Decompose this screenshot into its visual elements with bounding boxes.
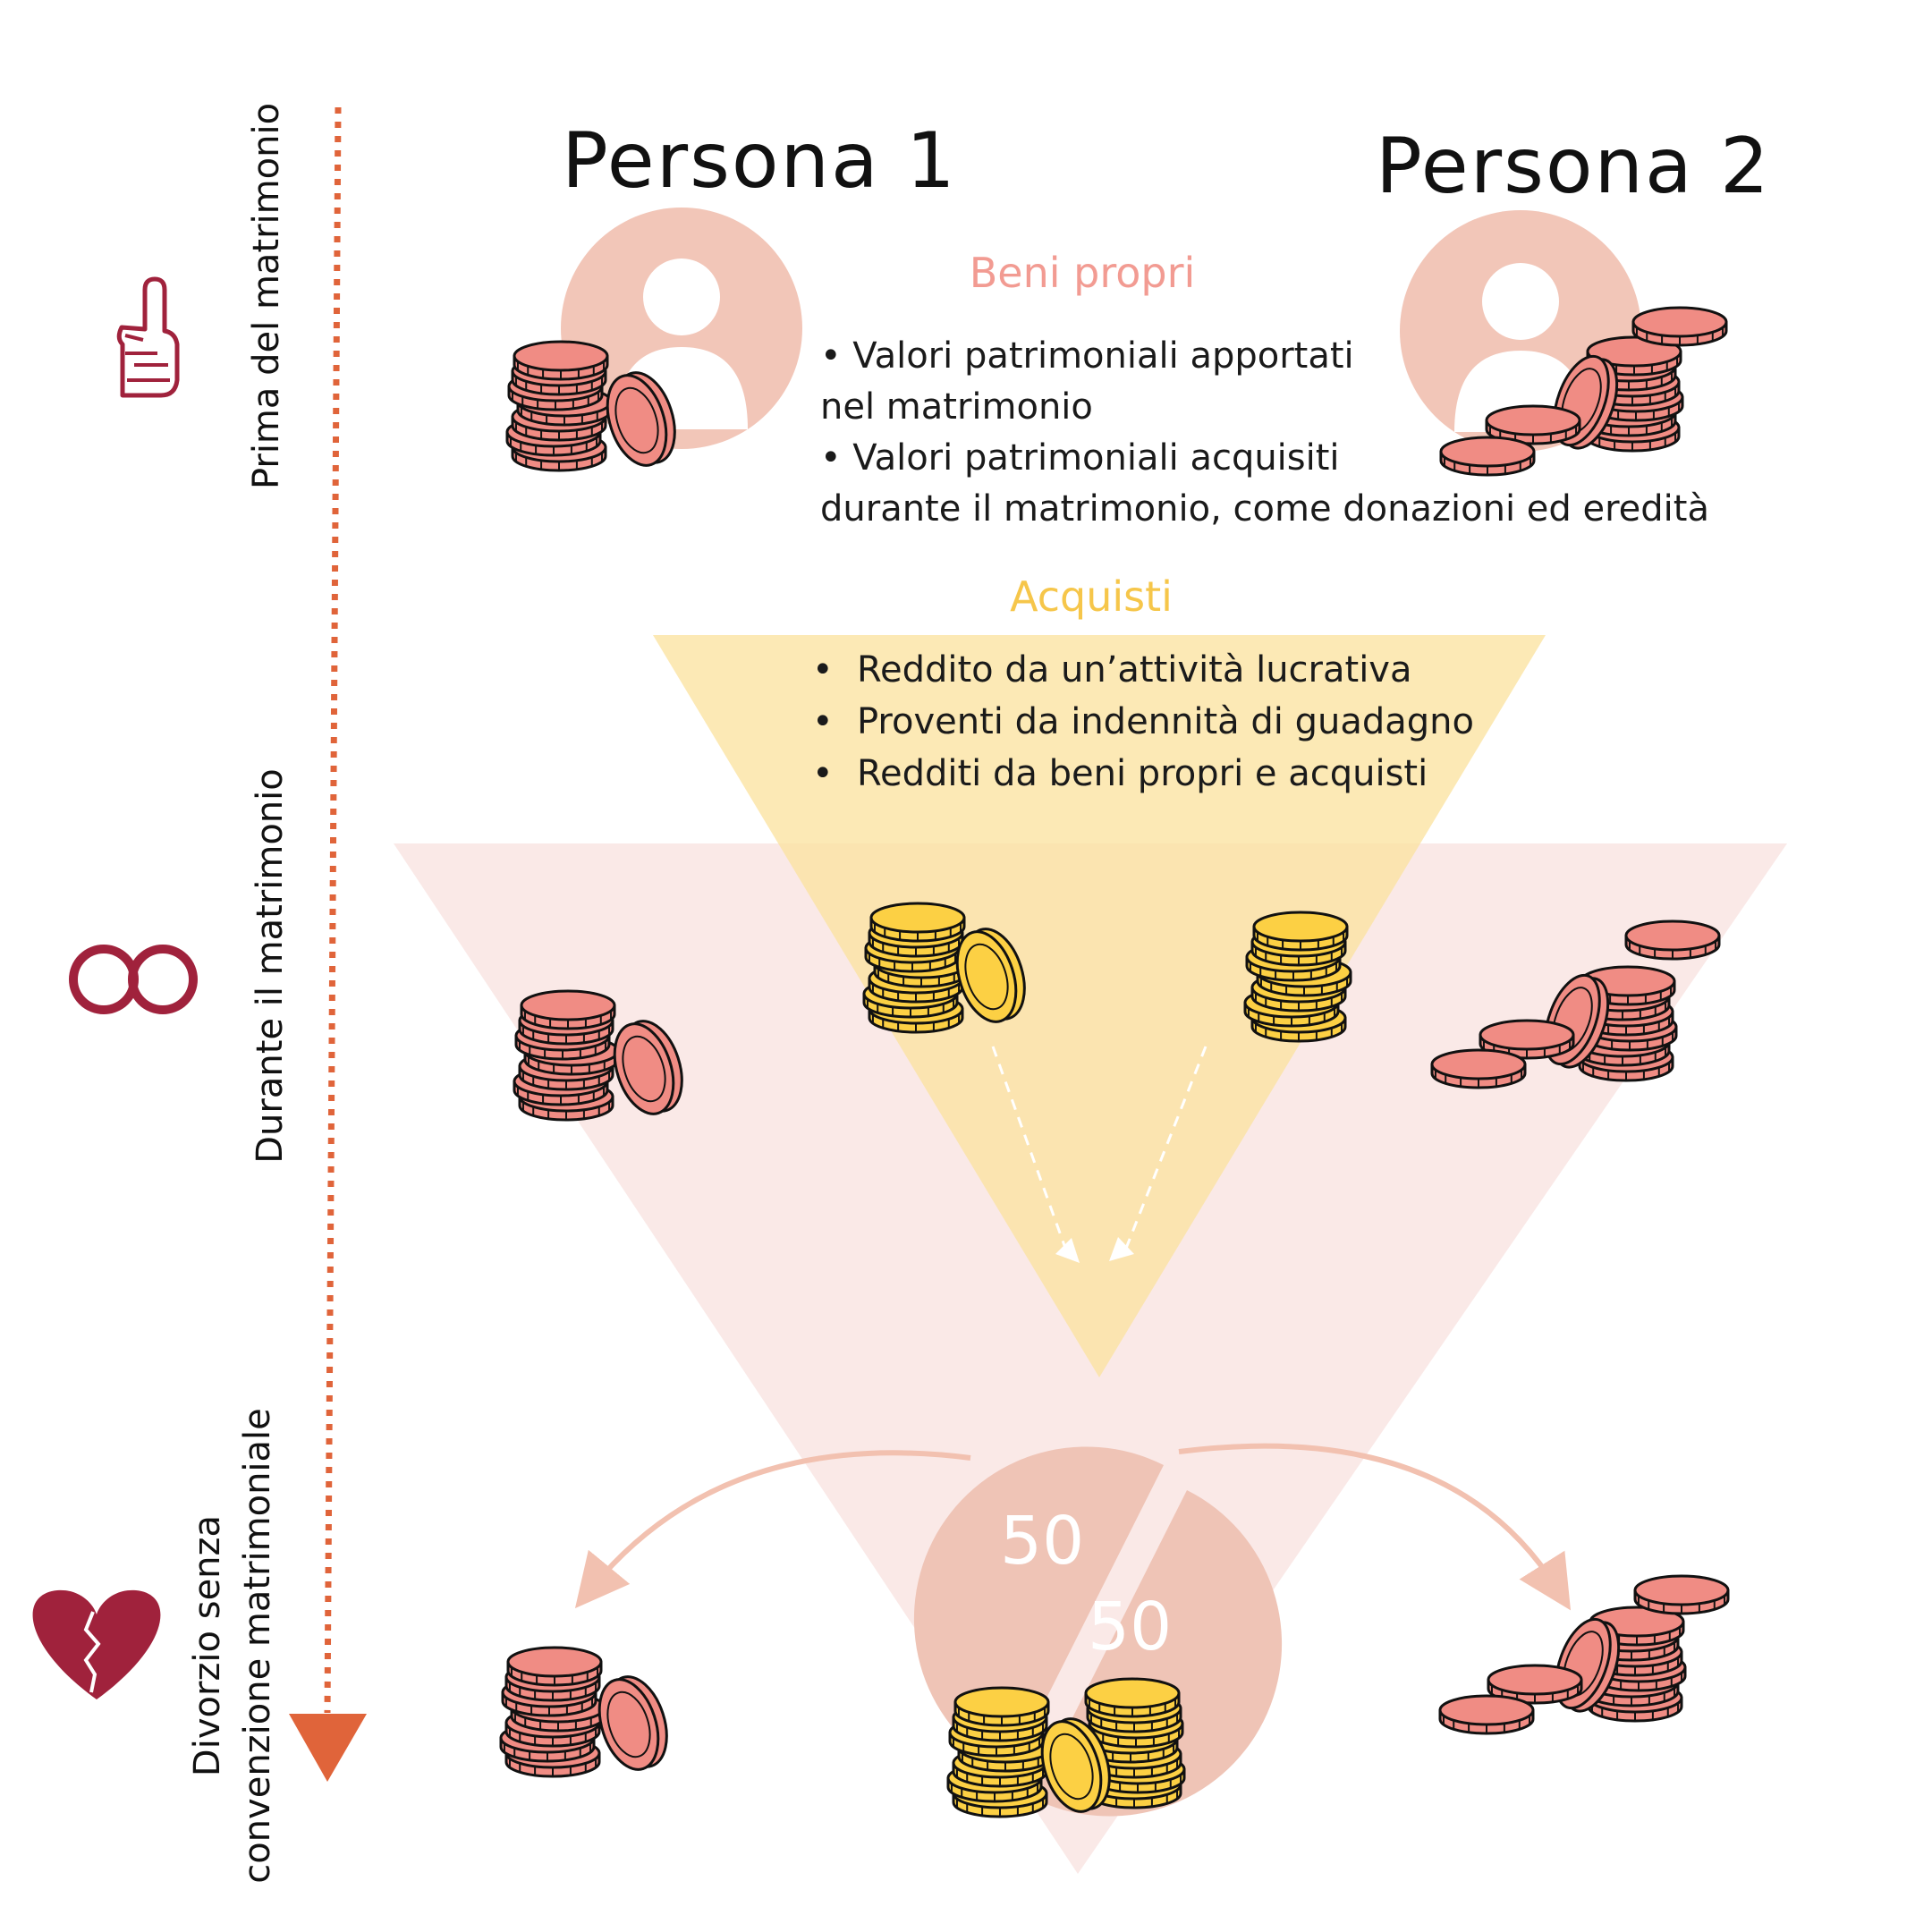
acquisti-item: Proventi da indennità di guadagno xyxy=(812,696,1617,748)
coin-stack-icon xyxy=(505,340,676,472)
timeline-label-during: Durante il matrimonio xyxy=(250,768,291,1164)
timeline-label-divorce-line-2: convenzione matrimoniale xyxy=(237,1408,278,1884)
coin-stack-icon xyxy=(1430,919,1721,1089)
acquisti-list: Reddito da un’attività lucrativa Provent… xyxy=(812,644,1617,800)
beni-propri-text: • Valori patrimoniali apportati nel matr… xyxy=(820,331,1715,535)
coin-stacks xyxy=(499,306,1730,1818)
beni-propri-line-4: durante il matrimonio, come donazioni ed… xyxy=(820,488,1709,530)
acquisti-item: Reddito da un’attività lucrativa xyxy=(812,644,1617,696)
coin-stack-icon xyxy=(862,902,1026,1034)
persona-1-label: Persona 1 xyxy=(562,116,957,206)
rings-icon xyxy=(69,945,198,1014)
curved-arrow-left xyxy=(574,1450,971,1609)
coin-stack-icon xyxy=(1243,911,1352,1043)
acquisti-title: Acquisti xyxy=(1010,572,1173,621)
timeline-arrowhead xyxy=(289,1714,367,1782)
timeline-label-divorce: Divorzio senza convenzione matrimoniale xyxy=(182,1404,283,1887)
timeline-label-divorce-line-1: Divorzio senza xyxy=(187,1514,228,1777)
coin-stack-icon xyxy=(946,1686,1054,1818)
split-left-value: 50 xyxy=(1000,1503,1085,1580)
beni-propri-line-2: nel matrimonio xyxy=(820,386,1093,428)
curved-arrow-right xyxy=(1178,1443,1572,1611)
timeline-line xyxy=(324,106,342,1714)
beni-propri-line-1: • Valori patrimoniali apportati xyxy=(820,335,1354,377)
coin-stack-icon xyxy=(499,1646,668,1778)
beni-propri-line-3: • Valori patrimoniali acquisiti xyxy=(820,437,1340,479)
raised-finger-icon xyxy=(116,276,180,398)
coin-stack-icon xyxy=(513,989,683,1122)
coin-stack-icon xyxy=(1439,306,1728,477)
coin-stack-icon xyxy=(1040,1677,1186,1813)
acquisti-item: Redditi da beni propri e acquisti xyxy=(812,748,1617,800)
coin-stack-icon xyxy=(1438,1574,1730,1735)
beni-propri-title: Beni propri xyxy=(969,249,1196,297)
persona-2-label: Persona 2 xyxy=(1376,122,1771,211)
split-right-value: 50 xyxy=(1088,1589,1173,1665)
broken-heart-icon xyxy=(32,1589,161,1699)
timeline-label-before: Prima del matrimonio xyxy=(246,102,287,490)
acquisti-triangle xyxy=(653,635,1546,1377)
